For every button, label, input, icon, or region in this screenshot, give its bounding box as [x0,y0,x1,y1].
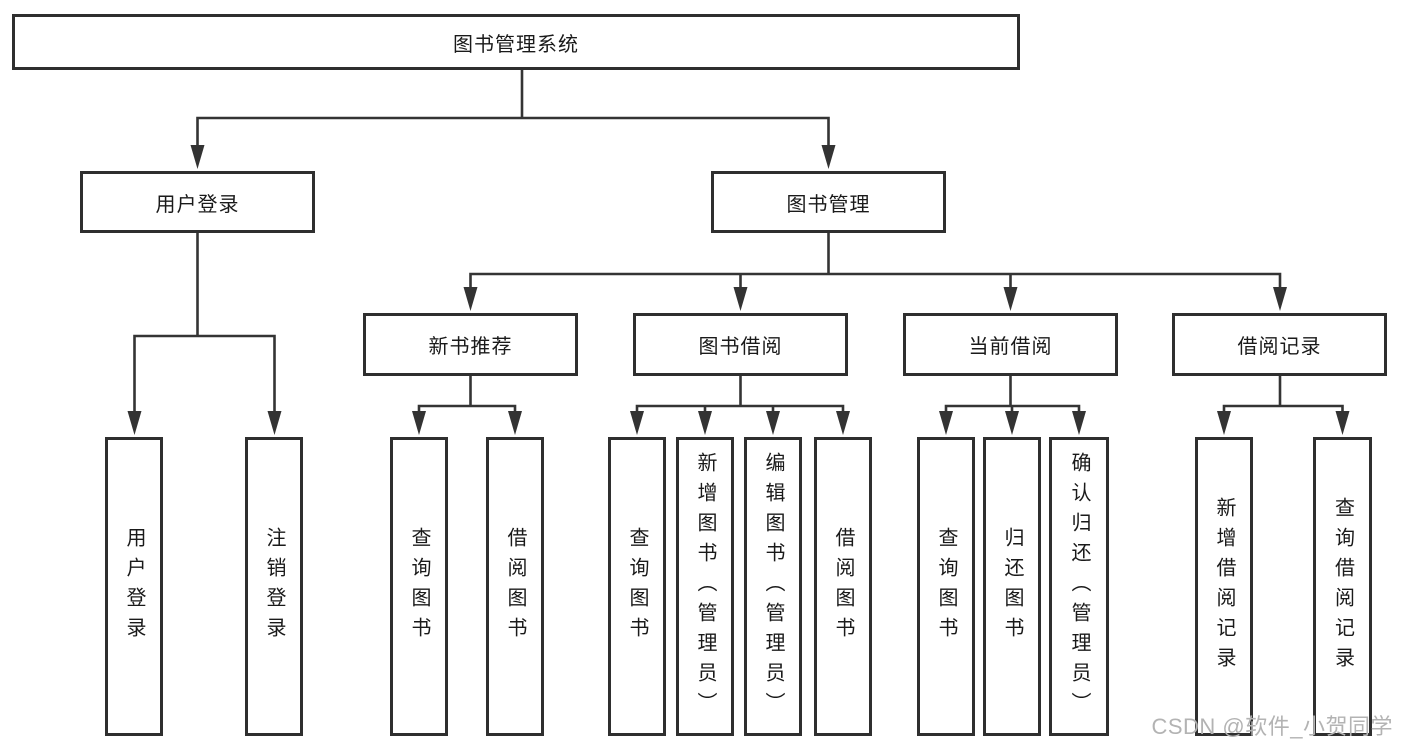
leaf-borrow-books-recommend: 借阅图书 [486,437,544,736]
leaf-label: 查询借阅记录 [1331,496,1354,677]
leaf-label: 注销登录 [263,526,285,647]
arrowhead-icons [127,145,1350,435]
leaf-label: 归还图书 [1001,526,1023,647]
leaf-confirm-return-admin: 确认归还（管理员） [1049,437,1109,736]
leaf-query-books-current: 查询图书 [917,437,975,736]
leaf-label: 借阅图书 [504,526,526,647]
node-current-borrowing: 当前借阅 [903,313,1118,376]
node-label: 当前借阅 [968,336,1053,358]
node-label: 图书管理 [786,193,871,216]
leaf-borrow-books: 借阅图书 [814,437,872,736]
leaf-return-books: 归还图书 [983,437,1041,736]
leaf-label: 借阅图书 [832,526,854,647]
leaf-edit-books-admin: 编辑图书（管理员） [744,437,802,736]
node-label: 图书管理系统 [453,33,579,56]
leaf-label: 新增借阅记录 [1213,496,1235,677]
leaf-label: 查询图书 [935,526,957,647]
node-label: 借阅记录 [1237,336,1322,358]
leaf-logout: 注销登录 [245,437,303,736]
leaf-user-login: 用户登录 [105,437,163,736]
leaf-add-borrow-record: 新增借阅记录 [1195,437,1253,736]
node-new-book-recommendation: 新书推荐 [363,313,578,376]
node-label: 图书借阅 [698,336,783,358]
leaf-label: 新增图书（管理员） [694,451,716,722]
node-library-system: 图书管理系统 [12,14,1020,70]
leaf-query-borrow-record: 查询借阅记录 [1313,437,1372,736]
leaf-query-books-recommend: 查询图书 [390,437,448,736]
leaf-label: 用户登录 [123,526,145,647]
node-book-management: 图书管理 [711,171,946,233]
leaf-label: 编辑图书（管理员） [762,451,784,722]
leaf-add-books-admin: 新增图书（管理员） [676,437,734,736]
node-label: 用户登录 [155,193,240,216]
leaf-label: 查询图书 [626,526,648,647]
leaf-label: 查询图书 [408,526,430,647]
node-borrowing-records: 借阅记录 [1172,313,1387,376]
node-label: 新书推荐 [428,336,513,358]
watermark: CSDN @软件_小贺同学 [1151,714,1393,739]
leaf-query-books-borrowing: 查询图书 [608,437,666,736]
leaf-label: 确认归还（管理员） [1068,451,1090,722]
node-user-login: 用户登录 [80,171,315,233]
node-book-borrowing: 图书借阅 [633,313,848,376]
